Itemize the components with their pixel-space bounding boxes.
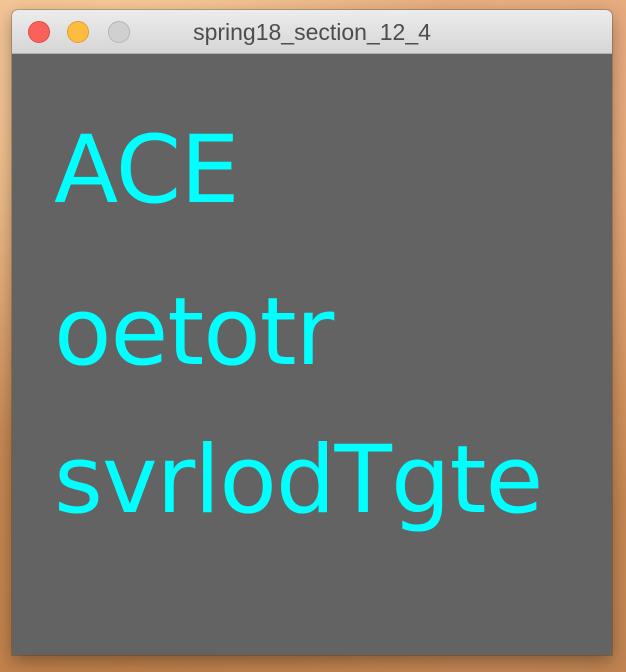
canvas-text-line-3: svrlodTgte <box>54 426 543 535</box>
canvas-text-line-1: ACE <box>54 116 240 225</box>
canvas-text-line-2: oetotr <box>54 278 334 387</box>
title-bar[interactable]: spring18_section_12_4 <box>12 10 612 54</box>
close-window-button[interactable] <box>28 21 50 43</box>
app-window: spring18_section_12_4 ACE oetotr svrlodT… <box>12 10 612 655</box>
sketch-canvas: ACE oetotr svrlodTgte <box>12 54 612 655</box>
window-title: spring18_section_12_4 <box>193 19 431 45</box>
minimize-window-button[interactable] <box>67 21 89 43</box>
zoom-window-button[interactable] <box>108 21 130 43</box>
